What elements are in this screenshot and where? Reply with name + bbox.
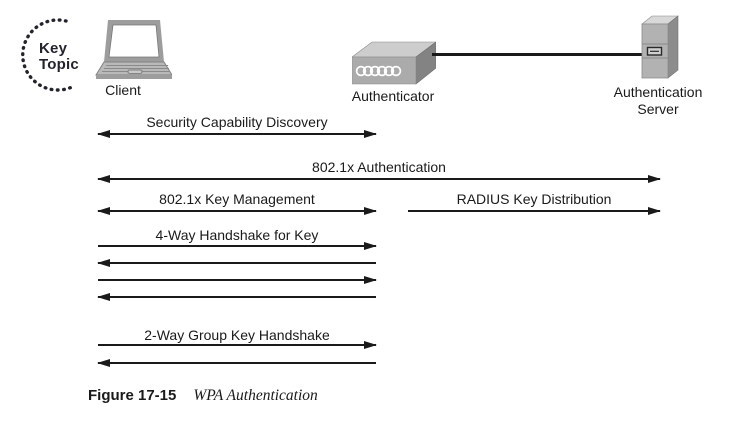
key-topic-label: Key Topic [39, 40, 79, 73]
server-icon [641, 15, 679, 79]
auth-server-label: Authentication Server [613, 84, 703, 117]
authenticator-label: Authenticator [351, 88, 435, 104]
arrow-four-way-3 [98, 275, 377, 284]
radius-key-distribution-label: RADIUS Key Distribution [456, 191, 612, 207]
arrow-security-capability-discovery [97, 129, 377, 138]
client-label: Client [105, 82, 141, 98]
dot1x-key-management-label: 802.1x Key Management [159, 191, 315, 207]
figure-caption: Figure 17-15 WPA Authentication [88, 387, 318, 405]
laptop-icon [95, 20, 172, 79]
key-topic-badge: Key Topic [12, 10, 100, 98]
arrow-four-way-4 [97, 292, 376, 301]
arrow-four-way-2 [97, 258, 376, 267]
arrow-two-way-2 [97, 358, 376, 367]
arrow-four-way-1 [98, 241, 377, 250]
dotted-arc-icon [21, 18, 76, 92]
four-way-handshake-label: 4-Way Handshake for Key [155, 227, 319, 243]
two-way-group-key-handshake-label: 2-Way Group Key Handshake [144, 327, 330, 343]
arrow-dot1x-key-management [97, 206, 377, 215]
arrow-dot1x-authentication [97, 174, 661, 183]
access-point-icon [352, 41, 436, 85]
arrow-radius-key-distribution [408, 206, 661, 215]
wired-link [432, 53, 642, 56]
figure-number: Figure 17-15 [88, 387, 177, 404]
figure-title: WPA Authentication [193, 387, 318, 404]
arrow-two-way-1 [98, 340, 377, 349]
dot1x-authentication-label: 802.1x Authentication [312, 159, 446, 175]
security-capability-discovery-label: Security Capability Discovery [146, 114, 328, 130]
